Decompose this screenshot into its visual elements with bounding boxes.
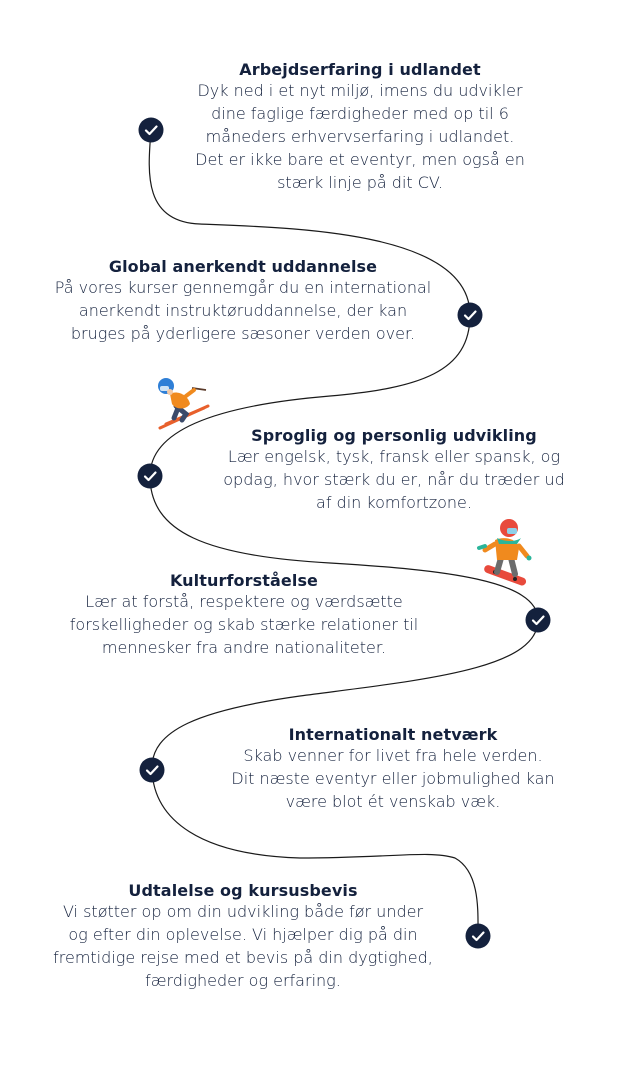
section-line: måneders erhvervserfaring i udlandet.: [205, 127, 515, 146]
section-title: Arbejdserfaring i udlandet: [239, 60, 481, 79]
section-line: Lær engelsk, tysk, fransk eller spansk, …: [227, 447, 561, 466]
check-circle-icon: [465, 923, 491, 949]
snowboarder-icon: [477, 519, 532, 586]
section-line: opdag, hvor stærk du er, når du træder u…: [223, 470, 565, 489]
section-line: dine faglige færdigheder med op til 6: [211, 104, 509, 123]
section-line: bruges på yderligere sæsoner verden over…: [70, 324, 416, 343]
section-line: forskelligheder og skab stærke relatione…: [69, 615, 419, 634]
section-sproglig-udvikling: Sproglig og personlig udvikling Lær enge…: [204, 426, 584, 514]
section-kulturforstaaelse: Kulturforståelse Lær at forstå, respekte…: [50, 571, 438, 659]
section-line: og efter din oplevelse. Vi hjælper dig p…: [68, 925, 418, 944]
section-line: stærk linje på dit CV.: [277, 173, 443, 192]
section-title: Sproglig og personlig udvikling: [251, 426, 537, 445]
check-circle-icon: [138, 117, 164, 143]
section-line: Vi støtter op om din udvikling både før …: [62, 902, 424, 921]
section-line: mennesker fra andre nationaliteter.: [101, 638, 387, 657]
section-line: Skab venner for livet fra hele verden.: [243, 746, 543, 765]
section-udtalelse-kursusbevis: Udtalelse og kursusbevis Vi støtter op o…: [30, 881, 456, 992]
section-line: På vores kurser gennemgår du en internat…: [54, 278, 432, 297]
section-arbejdserfaring: Arbejdserfaring i udlandet Dyk ned i et …: [180, 60, 540, 194]
section-body: Dyk ned i et nyt miljø, imens du udvikle…: [180, 79, 540, 194]
section-line: Dit næste eventyr eller jobmulighed kan: [231, 769, 555, 788]
section-title: Udtalelse og kursusbevis: [128, 881, 358, 900]
section-line: Lær at forstå, respektere og værdsætte: [85, 592, 403, 611]
section-body: Lær engelsk, tysk, fransk eller spansk, …: [204, 445, 584, 514]
section-line: fremtidige rejse med et bevis på din dyg…: [53, 948, 433, 967]
section-title: Internationalt netværk: [288, 725, 498, 744]
skier-icon: [158, 378, 210, 430]
section-title: Global anerkendt uddannelse: [108, 257, 378, 276]
section-body: På vores kurser gennemgår du en internat…: [30, 276, 456, 345]
section-line: af din komfortzone.: [316, 493, 472, 512]
section-line: Det er ikke bare et eventyr, men også en: [195, 150, 525, 169]
check-circle-icon: [139, 757, 165, 783]
journey-path: [148, 129, 539, 937]
section-global-uddannelse: Global anerkendt uddannelse På vores kur…: [30, 257, 456, 345]
section-internationalt-netvaerk: Internationalt netværk Skab venner for l…: [212, 725, 574, 813]
section-body: Vi støtter op om din udvikling både før …: [30, 900, 456, 992]
check-circle-icon: [457, 302, 483, 328]
section-body: Lær at forstå, respektere og værdsætte f…: [50, 590, 438, 659]
section-line: færdigheder og erfaring.: [145, 971, 341, 990]
section-body: Skab venner for livet fra hele verden. D…: [212, 744, 574, 813]
section-title: Kulturforståelse: [169, 571, 319, 590]
check-circle-icon: [137, 463, 163, 489]
section-line: være blot ét venskab væk.: [285, 792, 501, 811]
section-line: anerkendt instruktøruddannelse, der kan: [78, 301, 408, 320]
section-line: Dyk ned i et nyt miljø, imens du udvikle…: [197, 81, 523, 100]
check-circle-icon: [525, 607, 551, 633]
